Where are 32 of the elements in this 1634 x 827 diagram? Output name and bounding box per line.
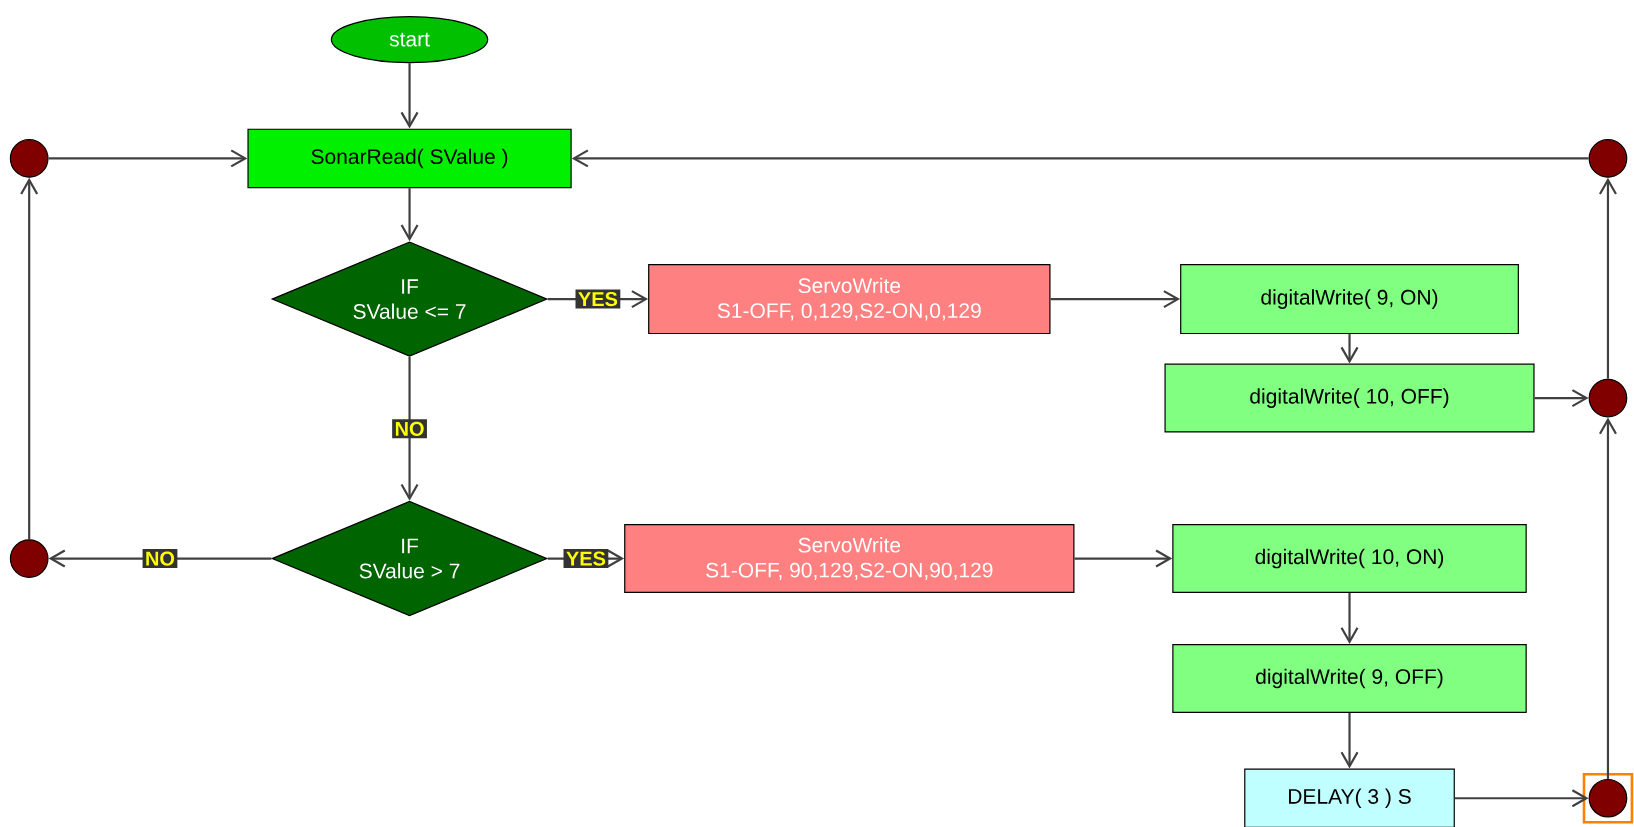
- process-box: digitalWrite( 10, ON): [1172, 523, 1527, 593]
- arrow: [1340, 592, 1359, 644]
- arrow: [1599, 177, 1617, 379]
- arrow: [20, 177, 39, 539]
- process-box: SonarRead( SValue ): [247, 128, 572, 188]
- junction-circle: [9, 138, 49, 178]
- arrow: [1074, 549, 1173, 568]
- arrow: [400, 188, 419, 241]
- junction-circle: [1588, 138, 1628, 178]
- edge-label: YES: [563, 548, 609, 568]
- junction-circle: [1588, 778, 1628, 818]
- arrow: [1340, 333, 1359, 364]
- arrow: [400, 356, 419, 501]
- process-box: ServoWrite S1-OFF, 0,129,S2-ON,0,129: [648, 263, 1051, 334]
- arrow: [1534, 388, 1589, 407]
- arrow: [571, 149, 1589, 168]
- edge-label: NO: [392, 419, 427, 439]
- arrow: [1454, 789, 1589, 807]
- arrow: [1050, 289, 1181, 308]
- process-box: digitalWrite( 9, OFF): [1172, 643, 1527, 713]
- arrow: [400, 62, 419, 129]
- process-box: DELAY( 3 ) S: [1244, 768, 1455, 827]
- junction-circle: [1588, 378, 1628, 418]
- process-box: digitalWrite( 9, ON): [1180, 263, 1519, 334]
- arrow: [48, 149, 248, 168]
- junction-circle: [9, 539, 49, 578]
- arrow: [1340, 712, 1359, 769]
- process-box: digitalWrite( 10, OFF): [1164, 363, 1535, 433]
- arrow: [1599, 417, 1617, 779]
- process-box: ServoWrite S1-OFF, 90,129,S2-ON,90,129: [624, 523, 1075, 593]
- edge-label: NO: [142, 548, 178, 568]
- edge-label: YES: [575, 289, 621, 309]
